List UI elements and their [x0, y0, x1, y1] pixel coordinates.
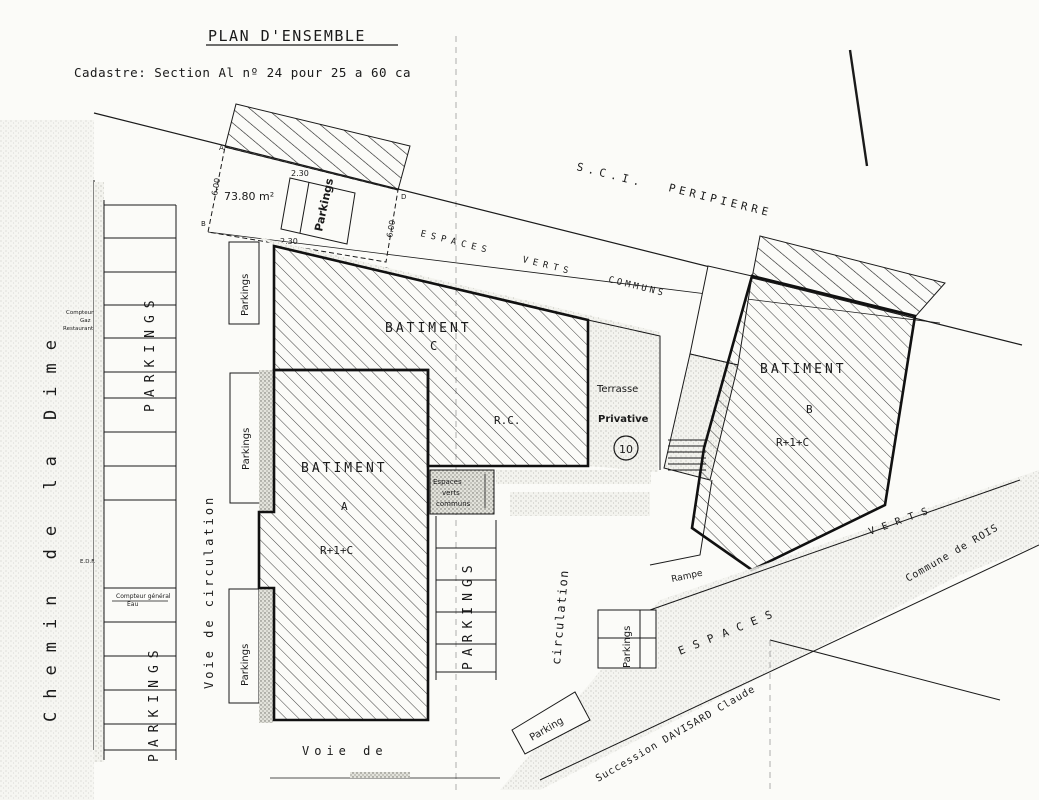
- parking-box-1: Parkings: [228, 241, 260, 325]
- svg-text:Parkings: Parkings: [240, 644, 251, 686]
- building-a: BATIMENT A R+1+C: [257, 368, 430, 722]
- cadastre-reference: Cadastre: Section Al nº 24 pour 25 a 60 …: [74, 65, 411, 80]
- voie-vertical: Voie de circulation: [202, 495, 216, 689]
- building-c-level: R.C.: [494, 414, 521, 427]
- compteur-gaz: Compteur: [66, 310, 94, 316]
- terrace-label: Terrasse: [596, 384, 638, 395]
- west-parking-strip: PARKINGS PARKINGS Compteur Gaz Restauran…: [63, 182, 177, 762]
- building-c-title: BATIMENT: [385, 321, 472, 336]
- rampe-label: Rampe: [671, 568, 704, 584]
- svg-text:Parkings: Parkings: [240, 274, 251, 316]
- svg-text:Parkings: Parkings: [622, 626, 633, 668]
- compteur-gaz-2: Gaz: [80, 318, 91, 324]
- point-a: A: [219, 144, 224, 152]
- building-b-level: R+1+C: [776, 436, 809, 449]
- chemin-label: Chemin de la Dime: [41, 327, 61, 722]
- building-a-title: BATIMENT: [301, 461, 388, 476]
- green-top-3: COMMUNS: [607, 275, 667, 299]
- green-top-1: ESPACES: [419, 229, 492, 256]
- dim-d: 2.30: [280, 237, 298, 246]
- voie-bottom: Voie de: [302, 744, 388, 758]
- edf-label: E.D.F.: [80, 559, 95, 565]
- dim-a: 6.00: [210, 177, 222, 196]
- dim-b: 2.30: [291, 169, 309, 178]
- plot-area: 73.80 m²: [224, 190, 274, 203]
- parking-box-right: Parkings: [597, 609, 657, 669]
- dim-c: 6.00: [385, 219, 397, 238]
- parking-box-2: Parkings: [229, 372, 261, 504]
- svg-text:verts: verts: [442, 489, 460, 497]
- plot-parkings: Parkings: [280, 177, 356, 245]
- building-a-letter: A: [341, 500, 348, 513]
- green-space-small: Espaces verts communs: [429, 469, 495, 515]
- compteur-general-2: Eau: [127, 601, 138, 608]
- property-boundary: [93, 49, 1023, 346]
- building-b-letter: B: [806, 403, 813, 416]
- point-b: B: [201, 220, 206, 228]
- neighbour-sci: S.C.I.: [575, 160, 646, 189]
- building-b-title: BATIMENT: [760, 362, 847, 377]
- lot-number-circle: [613, 435, 639, 461]
- west-parkings-upper: PARKINGS: [143, 293, 158, 412]
- chemin-de-la-dime: Chemin de la Dime: [0, 120, 95, 800]
- building-a-level: R+1+C: [320, 544, 353, 557]
- building-b: BATIMENT B R+1+C: [690, 274, 917, 572]
- neighbour-peripierre: PERIPIERRE: [667, 181, 773, 219]
- plan-title: PLAN D'ENSEMBLE: [208, 27, 366, 45]
- central-parking-row: PARKINGS: [435, 516, 497, 680]
- terrace: Terrasse Privative 10: [587, 319, 661, 470]
- lot-number: 10: [619, 443, 633, 456]
- point-d: D: [401, 193, 406, 201]
- compteur-gaz-3: Restaurant: [63, 326, 94, 332]
- terrace-privative: Privative: [598, 414, 649, 425]
- svg-text:communs: communs: [436, 500, 471, 508]
- parking-box-3: Parkings: [228, 588, 260, 704]
- central-parkings-label: PARKINGS: [461, 559, 476, 670]
- header: PLAN D'ENSEMBLE Cadastre: Section Al nº …: [74, 27, 411, 80]
- svg-text:Espaces: Espaces: [433, 478, 462, 486]
- circulation-center: circulation: [549, 568, 571, 665]
- west-parkings-lower: PARKINGS: [147, 643, 162, 762]
- plot-outline: A B C D 6.00 2.30 6.00 2.30 73.80 m²: [201, 144, 406, 274]
- svg-text:Parkings: Parkings: [241, 428, 252, 470]
- compteur-general: Compteur général: [116, 593, 171, 600]
- building-c-letter: C: [430, 339, 437, 353]
